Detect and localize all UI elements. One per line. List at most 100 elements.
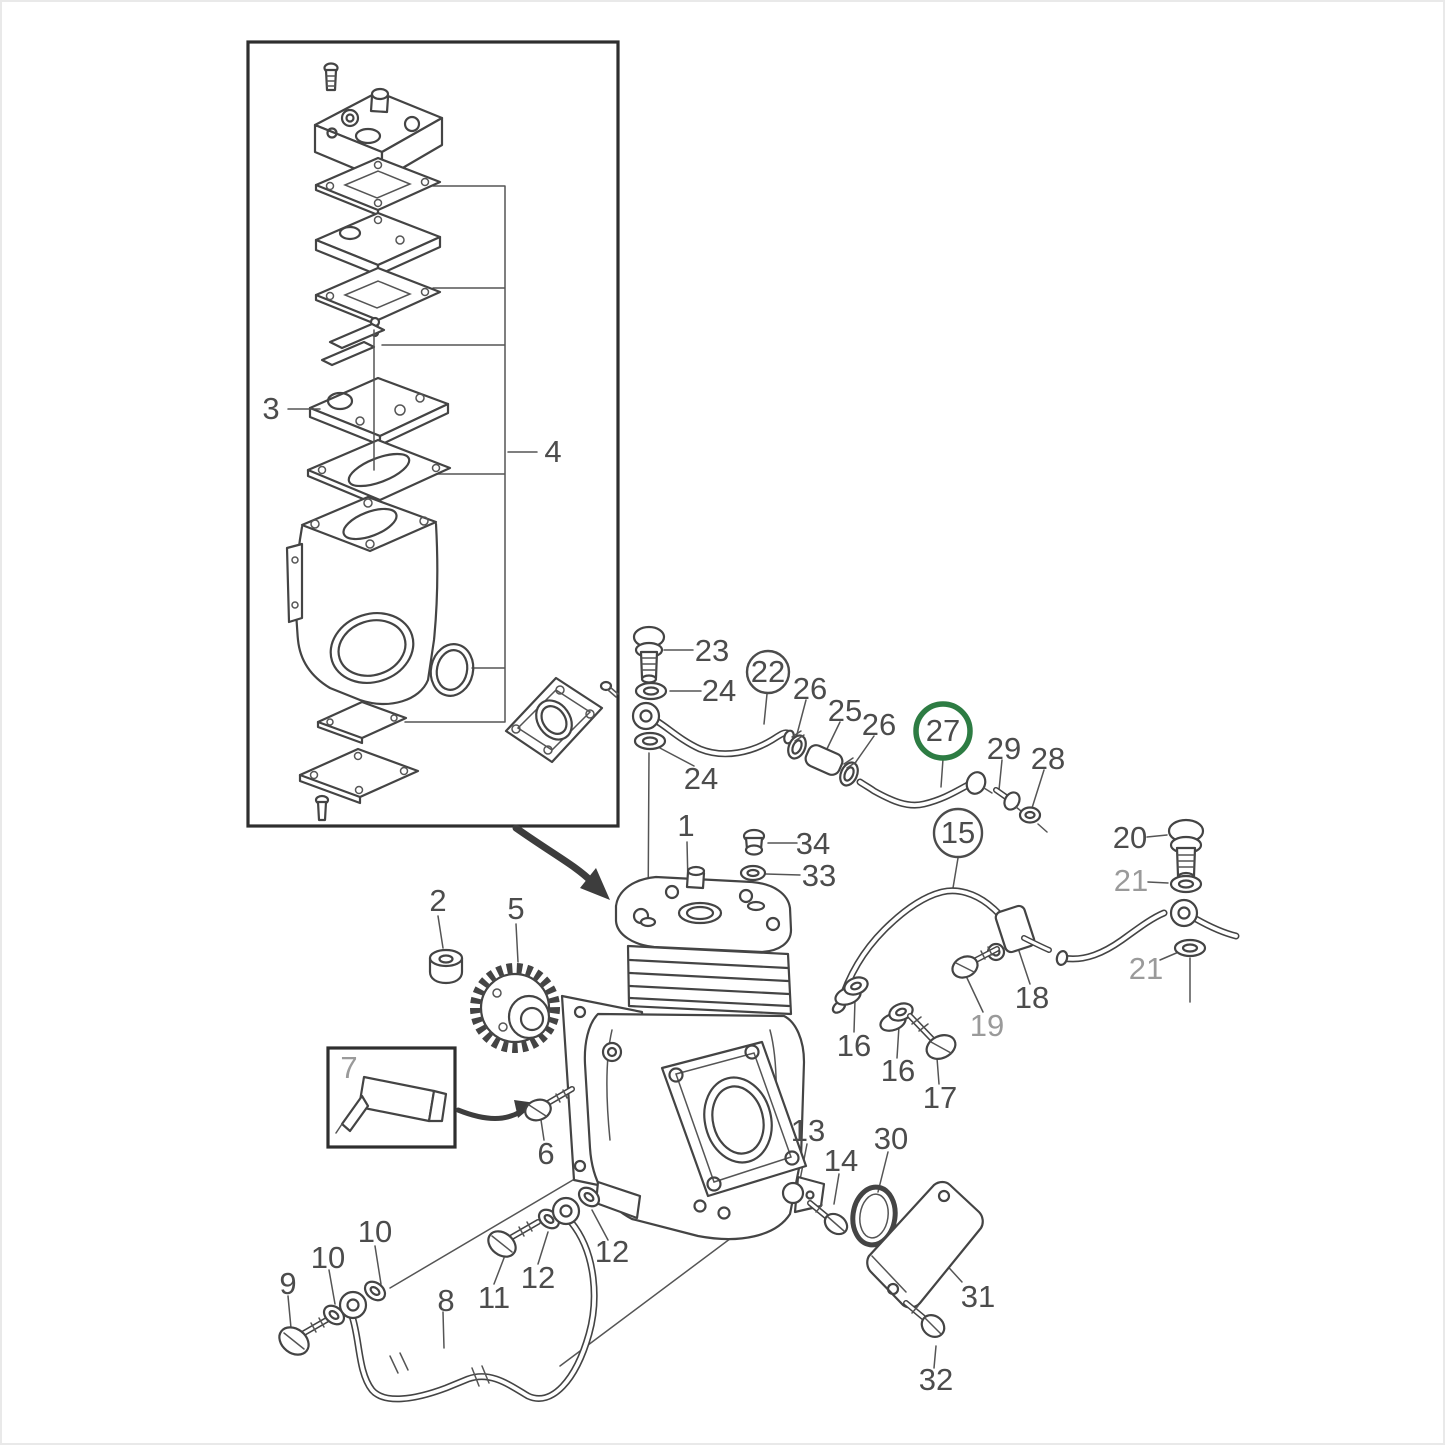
part-label-32: 32: [919, 1362, 953, 1397]
valve-plate: [314, 211, 442, 277]
washer-21-upper: [1169, 874, 1203, 894]
head-gasket-lower: [306, 438, 452, 508]
pipe-sleeve-marks: [389, 1352, 490, 1387]
sealant-box: [326, 1046, 457, 1149]
sealant-inset: [326, 1046, 536, 1149]
head-plug-group: 34 33: [739, 826, 836, 893]
sealant-tube: [335, 1075, 448, 1134]
sealant-arrow: [455, 1107, 523, 1121]
part-label-27[interactable]: 27: [926, 713, 960, 748]
part-label-21-b: 21: [1129, 951, 1163, 986]
cover-bolt-32: [903, 1300, 946, 1338]
part-label-1: 1: [677, 808, 694, 843]
clamp-bolt-19: [951, 946, 1000, 979]
o-ring-30: [850, 1184, 898, 1248]
inset-head-assembly: [246, 40, 620, 828]
drive-gear: [470, 963, 560, 1053]
banjo-eye-20: [1169, 898, 1199, 928]
part-label-10-b: 10: [358, 1214, 392, 1249]
part-label-14: 14: [824, 1143, 858, 1178]
part-label-2: 2: [429, 883, 446, 918]
washer-21-lower: [1173, 938, 1207, 958]
part-label-24-b: 24: [684, 761, 718, 796]
part-label-11: 11: [478, 1280, 510, 1315]
part-label-12-b: 12: [595, 1234, 629, 1269]
part-label-3: 3: [262, 391, 279, 426]
head-gasket-middle: [314, 266, 442, 327]
inset-box: [246, 40, 620, 828]
banjo-eye-22: [631, 701, 661, 731]
hose-clamp-26-right: [839, 757, 859, 787]
cover-plate-31: [866, 1180, 984, 1309]
fitting-29: [993, 787, 1022, 812]
bearing-flange-cover: [504, 676, 619, 764]
pipe-27-fitting: [965, 771, 987, 795]
part-label-20: 20: [1113, 820, 1147, 855]
nut-28: [1018, 806, 1042, 824]
washer-33: [739, 864, 767, 882]
part-label-18: 18: [1015, 980, 1049, 1015]
part-label-26-b: 26: [862, 707, 896, 742]
cooling-fins: [628, 958, 791, 1008]
part-label-13: 13: [791, 1113, 825, 1148]
banjo-eye-8-right: [551, 1196, 581, 1226]
oil-pipe-assembly: 9 10 10 8 11 12 12: [278, 1186, 629, 1403]
cylinder-o-ring: [429, 643, 475, 697]
part-label-28: 28: [1031, 741, 1065, 776]
part-label-7: 7: [340, 1050, 357, 1085]
part-label-26-a: 26: [793, 671, 827, 706]
base-gasket: [316, 700, 408, 745]
part-label-34: 34: [796, 826, 830, 861]
flange-bolt-6: [524, 1086, 575, 1122]
compressor-body: [560, 865, 808, 1241]
banjo-bolt-23: [632, 625, 666, 684]
hose-clamp-26-left: [787, 730, 807, 760]
base-plate: [298, 747, 420, 805]
assembly-arrow: [512, 824, 610, 900]
pipe-clamp-13: [781, 1175, 826, 1214]
circled-label-22: [745, 649, 791, 695]
banjo-bolt-9: [278, 1315, 333, 1356]
part-label-30: 30: [874, 1121, 908, 1156]
bracket-lines: [381, 185, 506, 723]
part-label-23: 23: [695, 633, 729, 668]
arrow-head: [580, 868, 610, 900]
highlight-circle-27[interactable]: 27: [913, 701, 973, 761]
plug-34: [742, 828, 766, 856]
nut-16-lower: [879, 1002, 914, 1032]
label-dashes: [287, 408, 1169, 884]
part-label-21-a: 21: [1114, 863, 1148, 898]
part-label-16-b: 16: [881, 1053, 915, 1088]
washer-24-upper: [634, 681, 668, 701]
part-label-5: 5: [507, 891, 524, 926]
part-label-25: 25: [828, 693, 862, 728]
part-label-17: 17: [923, 1080, 957, 1115]
banjo-bolt-20: [1167, 818, 1205, 883]
cover-and-clamp-group: 13 14 30 31 32: [781, 1113, 995, 1397]
head-gasket-upper: [314, 156, 442, 217]
valve-seat-plate: [308, 376, 450, 447]
washer-10-a: [322, 1304, 346, 1326]
part-label-15: 15: [941, 815, 975, 850]
banjo-eye-8-left: [338, 1290, 368, 1320]
part-label-24-a: 24: [702, 673, 736, 708]
circled-label-15: [932, 807, 984, 859]
washer-10-b: [363, 1280, 387, 1302]
banjo-bolt-11: [487, 1219, 541, 1258]
washer-12-b: [577, 1186, 601, 1208]
clamp-bolt-14: [807, 1200, 849, 1236]
part-label-19: 19: [970, 1008, 1004, 1043]
part-label-31: 31: [961, 1279, 995, 1314]
head-top: [614, 875, 793, 954]
hose-25: [804, 744, 844, 776]
base-screw: [314, 794, 330, 822]
part-label-4: 4: [544, 434, 561, 469]
cylinder-block: [285, 495, 439, 705]
part-label-22: 22: [751, 654, 785, 689]
front-flange: [660, 1040, 808, 1220]
head-screw: [323, 62, 339, 92]
valve-pin-and-springs: [320, 316, 386, 367]
